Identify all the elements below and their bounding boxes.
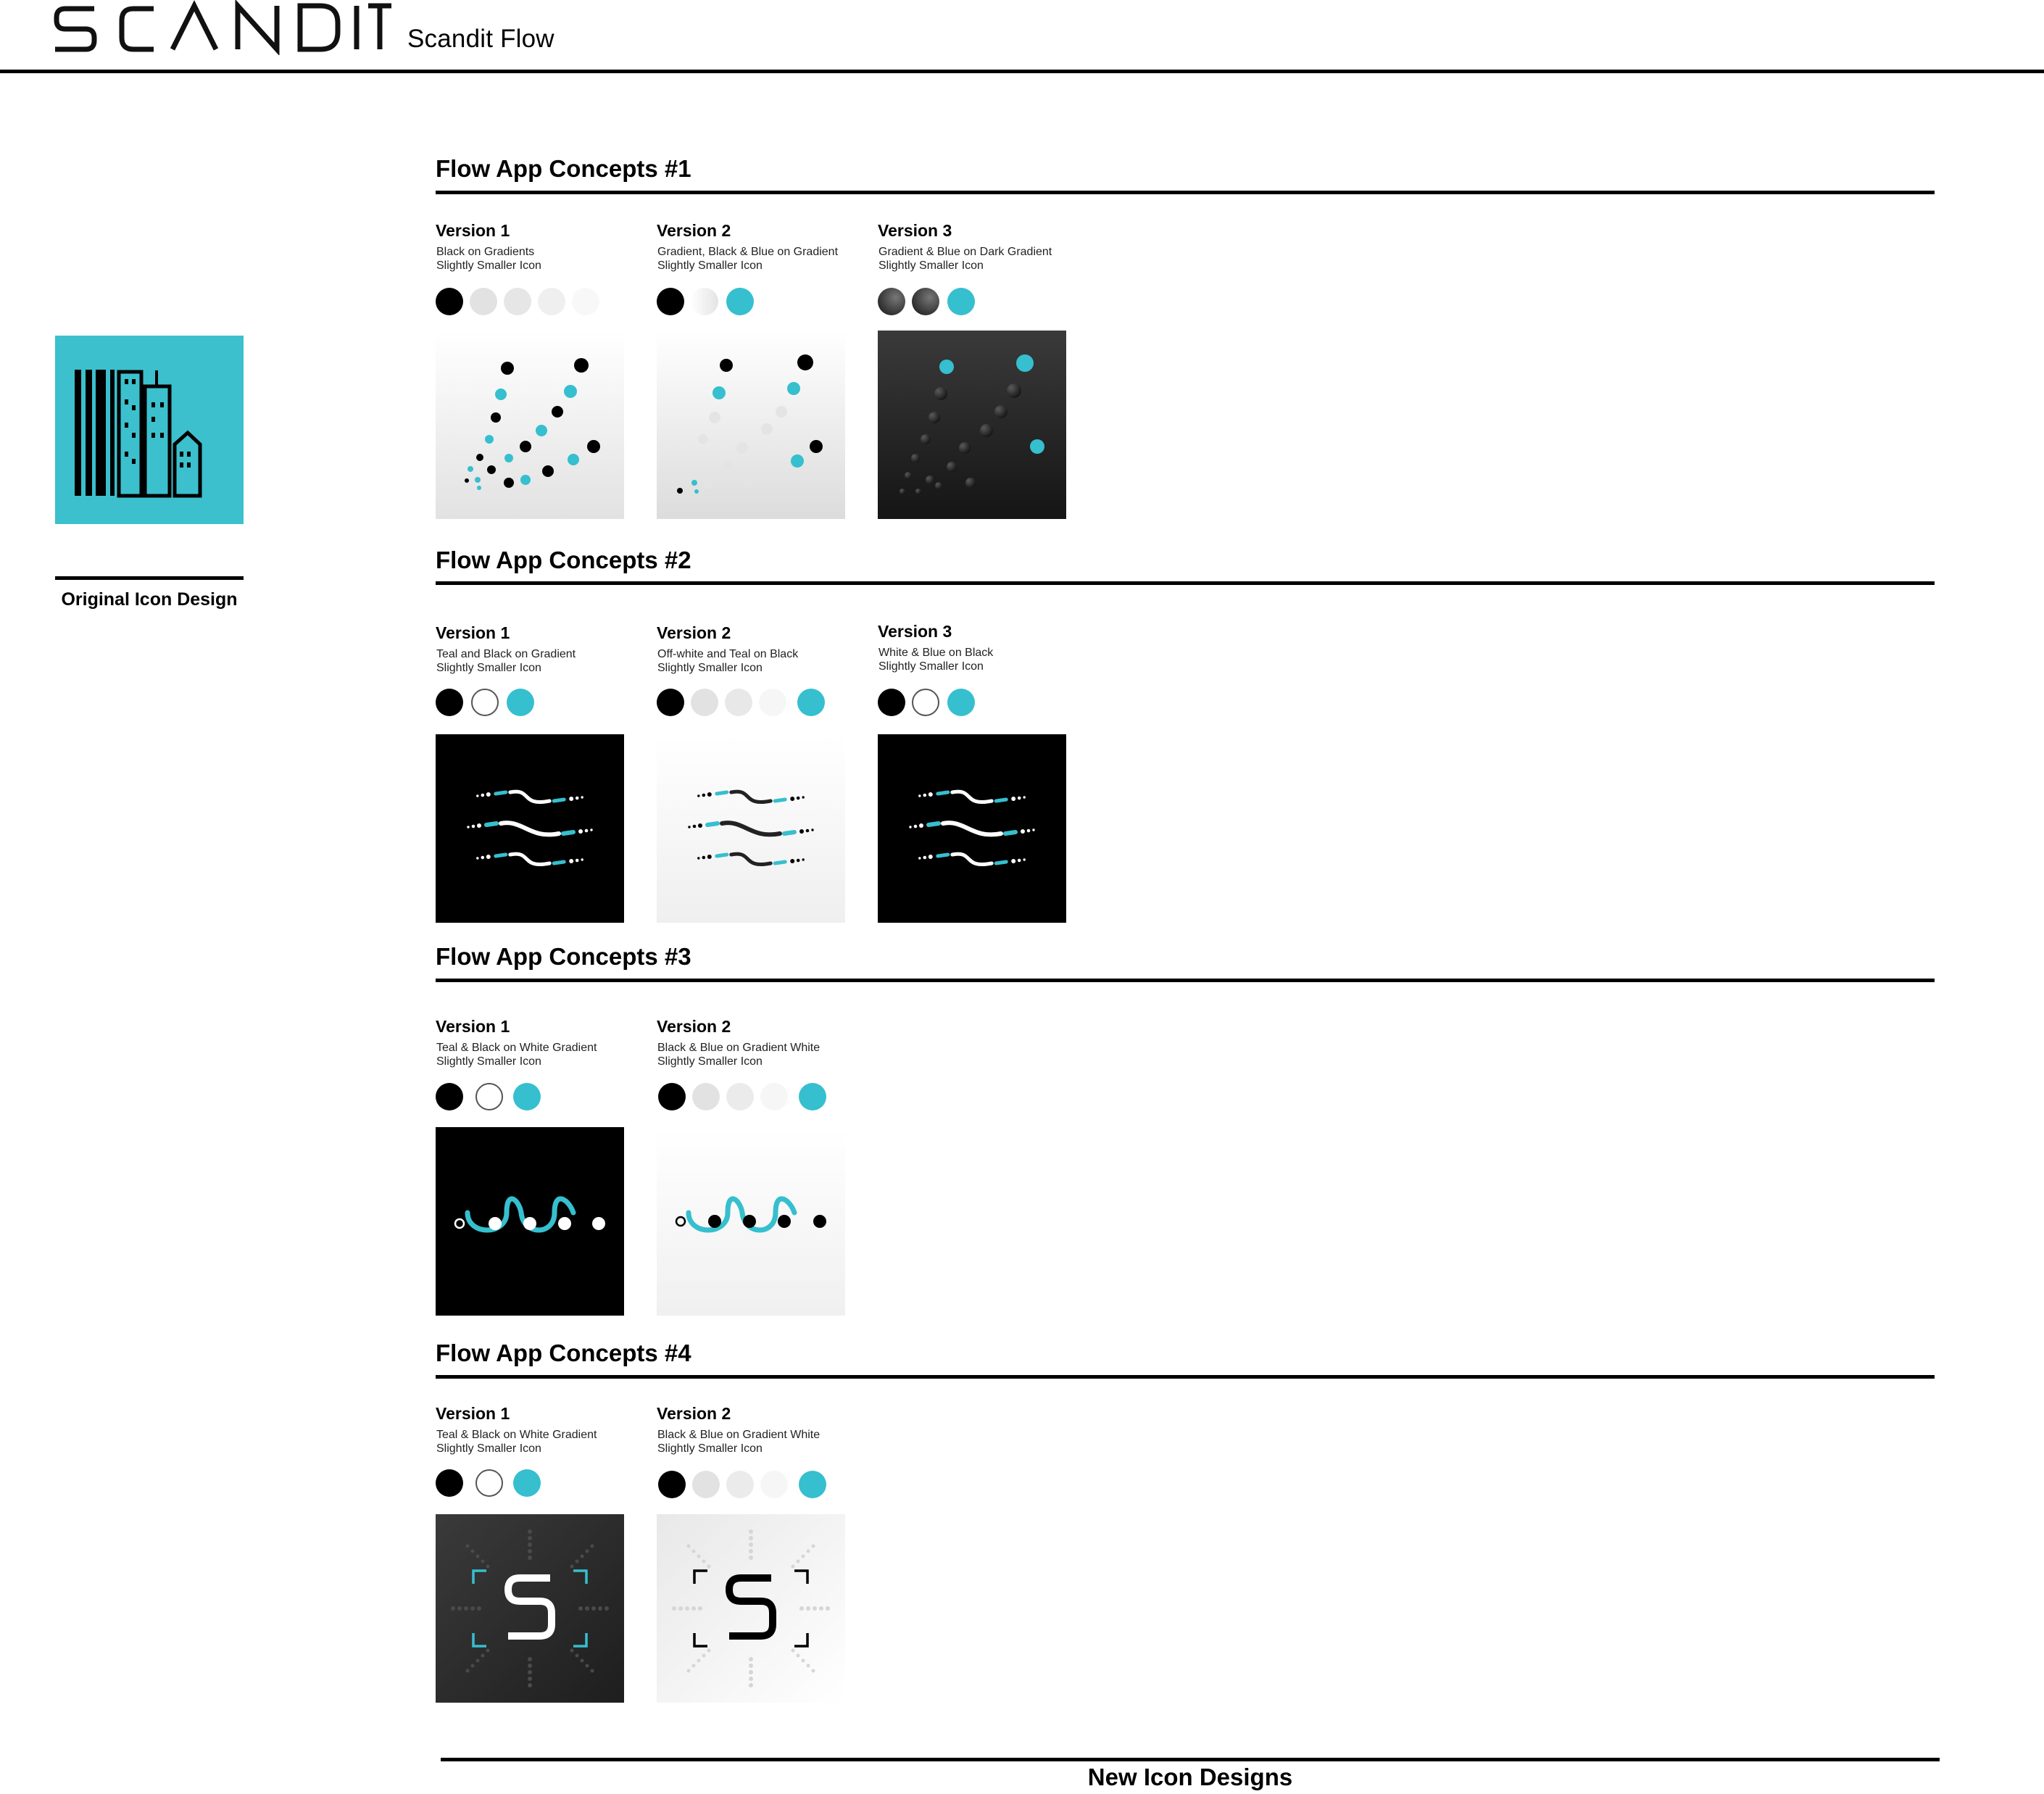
header-divider (0, 70, 2044, 73)
original-building-icon (55, 336, 244, 524)
section-2-title: Flow App Concepts #2 (436, 547, 691, 573)
swatch-black (436, 1083, 463, 1110)
flow-dots-icon (436, 331, 624, 519)
swatch-teal (513, 1083, 541, 1110)
swatch-dark-gradient (878, 288, 905, 315)
swatch-white (572, 288, 599, 315)
swatch-gray (726, 1083, 754, 1110)
swatch-dark-gradient (912, 288, 939, 315)
swatch-gray (692, 1083, 720, 1110)
flow-waves-icon (878, 734, 1066, 923)
swatch-black (658, 1471, 686, 1498)
s3-v1-title: Version 1 (436, 1017, 510, 1036)
s4-v2-title: Version 2 (657, 1404, 731, 1423)
section-2-divider (436, 581, 1935, 585)
swatch-teal (799, 1083, 826, 1110)
flow-sine-dots-icon (436, 1127, 624, 1316)
s1-v3-title: Version 3 (878, 221, 952, 240)
footer-caption: New Icon Designs (1087, 1764, 1293, 1790)
original-caption: Original Icon Design (61, 589, 238, 610)
swatch-white (912, 689, 939, 716)
swatch-black (657, 288, 684, 315)
flow-waves-icon (436, 734, 624, 923)
swatch-white (475, 1469, 503, 1497)
swatch-gray (692, 1471, 720, 1498)
swatch-teal (797, 689, 825, 716)
swatch-black (658, 1083, 686, 1110)
swatch-black (657, 689, 684, 716)
scan-s-icon (436, 1514, 624, 1703)
s1-v1-title: Version 1 (436, 221, 510, 240)
swatch-teal (507, 689, 534, 716)
swatch-white (760, 1471, 788, 1498)
flow-dots-icon (657, 331, 845, 519)
swatch-gray (538, 288, 565, 315)
swatch-teal (799, 1471, 826, 1498)
s2-v1-title: Version 1 (436, 623, 510, 642)
scandit-logo (54, 0, 391, 55)
swatch-black (436, 689, 463, 716)
flow-sine-dots-icon (657, 1127, 845, 1316)
swatch-gray (691, 689, 718, 716)
s2-v3-title: Version 3 (878, 622, 952, 641)
swatch-black (436, 1469, 463, 1497)
s1-v2-title: Version 2 (657, 221, 731, 240)
swatch-teal (726, 288, 754, 315)
s4-v1-title: Version 1 (436, 1404, 510, 1423)
swatch-gray (725, 689, 752, 716)
footer-divider (441, 1758, 1940, 1761)
section-3-divider (436, 979, 1935, 982)
flow-dots-icon (878, 331, 1066, 519)
original-divider (55, 576, 244, 580)
scan-s-icon (657, 1514, 845, 1703)
flow-waves-icon (657, 734, 845, 923)
swatch-gradient (691, 288, 718, 315)
app-subtitle: Scandit Flow (407, 25, 554, 53)
swatch-white (759, 689, 786, 716)
swatch-white (471, 689, 499, 716)
swatch-gray (470, 288, 497, 315)
swatch-white (760, 1083, 788, 1110)
section-1-title: Flow App Concepts #1 (436, 155, 691, 182)
section-3-title: Flow App Concepts #3 (436, 943, 691, 970)
section-4-title: Flow App Concepts #4 (436, 1340, 691, 1366)
swatch-white (475, 1083, 503, 1110)
swatch-black (436, 288, 463, 315)
swatch-gray (726, 1471, 754, 1498)
swatch-gray (504, 288, 531, 315)
section-1-divider (436, 191, 1935, 194)
swatch-teal (947, 288, 975, 315)
s3-v2-title: Version 2 (657, 1017, 731, 1036)
s2-v2-title: Version 2 (657, 623, 731, 642)
swatch-teal (947, 689, 975, 716)
swatch-teal (513, 1469, 541, 1497)
section-4-divider (436, 1375, 1935, 1379)
swatch-black (878, 689, 905, 716)
